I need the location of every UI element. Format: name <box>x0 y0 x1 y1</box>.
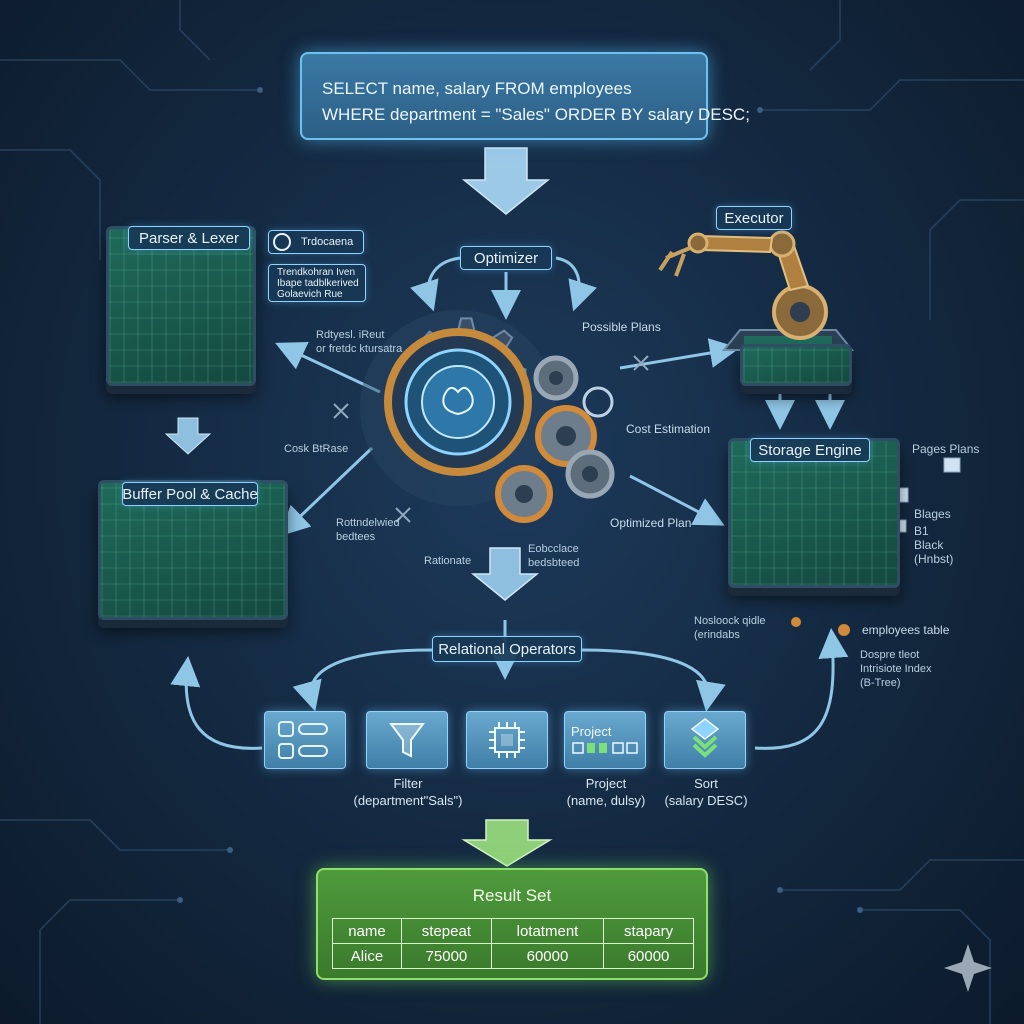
storage-index-line-3: (B-Tree) <box>860 677 901 689</box>
storage-title: Storage Engine <box>750 438 870 462</box>
storage-note-line-1: Nosloock qidle <box>694 615 766 627</box>
optimizer-bottom-note-line-2: bedtees <box>336 531 376 543</box>
sql-query-box: SELECT name, salary FROM employees WHERE… <box>300 52 750 140</box>
result-cell: Alice <box>332 943 402 969</box>
query-line-1: SELECT name, salary FROM employees <box>322 79 632 98</box>
executor-robot-arm <box>658 230 855 351</box>
operator-card-filter <box>366 711 448 769</box>
search-icon <box>273 233 291 251</box>
project-caption: Project (name, dulsy) <box>536 775 676 809</box>
storage-black-line-1: Black <box>914 538 944 552</box>
rationale-label: Rationate <box>424 555 472 567</box>
result-header-cell: lotatment <box>490 918 605 944</box>
result-header-cell: stapary <box>603 918 694 944</box>
query-line-2: WHERE department = "Sales" ORDER BY sala… <box>322 105 750 124</box>
parser-title: Parser & Lexer <box>128 226 250 250</box>
parser-tag: Trdocaena <box>268 230 364 254</box>
executor-board <box>740 344 852 386</box>
result-data-row: Alice 75000 60000 60000 <box>332 943 694 969</box>
filter-caption-line-1: Filter <box>393 776 423 791</box>
result-set-panel: Result Set name stepeat lotatment stapar… <box>316 868 708 980</box>
optimizer-left-note: Rdtyesl. iReut or fretdc ktursatra <box>316 328 402 356</box>
executor-title: Executor <box>716 206 792 230</box>
result-table: name stepeat lotatment stapary Alice 750… <box>332 918 694 969</box>
result-header-cell: name <box>332 918 402 944</box>
operator-card-project: Project <box>564 711 646 769</box>
sparkle-icon <box>944 944 992 992</box>
optimizer-left-note-line-1: Rdtyesl. iReut <box>316 329 385 341</box>
storage-index-label: Dospre tleot Intrisiote Index (B-Tree) <box>860 648 932 690</box>
optimizer-gears <box>333 310 649 523</box>
operator-card-cpu <box>466 711 548 769</box>
parser-board <box>106 226 256 386</box>
optimizer-bottom-note: Rottndelwied bedtees <box>336 516 400 544</box>
storage-index-line-2: Intrisiote Index <box>860 663 932 675</box>
parser-note-line-3: Golaevich Rue <box>277 288 343 300</box>
parser-note: Trendkohran Iven Ibape tadblkerived Gola… <box>268 264 366 302</box>
possible-plans-label: Possible Plans <box>582 320 661 334</box>
storage-pages-label: Pages Plans <box>912 442 980 456</box>
operator-card-sort <box>664 711 746 769</box>
table-scan-icon <box>278 721 328 759</box>
sort-icon <box>690 718 720 758</box>
project-caption-line-2: (name, dulsy) <box>566 793 646 808</box>
storage-note-line-2: (erindabs <box>694 629 740 641</box>
storage-blages-label: Blages <box>914 507 951 521</box>
result-header-cell: stepeat <box>400 918 492 944</box>
filter-caption: Filter (department"Sals") <box>338 775 478 809</box>
result-set-title: Result Set <box>472 886 552 905</box>
optimizer-bottom-right-note: Eobcclace bedsbteed <box>528 542 579 570</box>
relational-operators-title: Relational Operators <box>432 636 582 662</box>
result-cell: 60000 <box>603 943 694 969</box>
storage-note: Nosloock qidle (erindabs <box>694 614 766 642</box>
storage-black-label: Black (Hnbst) <box>914 538 953 566</box>
chip-icon <box>489 722 525 758</box>
result-cell: 75000 <box>400 943 492 969</box>
operator-card-scan <box>264 711 346 769</box>
result-cell: 60000 <box>490 943 605 969</box>
cost-label: Cosk BtRase <box>284 443 349 455</box>
filter-funnel-icon <box>389 723 425 758</box>
arrow-optimizer-to-operators <box>470 547 540 601</box>
sort-caption: Sort (salary DESC) <box>636 775 776 809</box>
storage-black-line-2: (Hnbst) <box>914 552 954 566</box>
parser-note-line-2: Ibape tadblkerived <box>277 277 359 289</box>
project-card-title: Project <box>571 723 612 739</box>
parser-note-line-1: Trendkohran Iven <box>277 266 356 278</box>
optimizer-bottom-right-line-2: bedsbteed <box>528 557 580 569</box>
sort-caption-line-2: (salary DESC) <box>664 793 748 808</box>
optimized-plan-label: Optimized Plan <box>610 516 692 530</box>
arrow-operators-to-result <box>461 819 553 867</box>
optimizer-bottom-right-line-1: Eobcclace <box>528 543 579 555</box>
arrow-query-to-optimizer <box>461 147 551 215</box>
storage-index-line-1: Dospre tleot <box>860 649 920 661</box>
columns-icon <box>572 741 638 754</box>
storage-b1-label: B1 <box>914 524 929 538</box>
sort-caption-line-1: Sort <box>694 776 718 791</box>
parser-tag-label: Trdocaena <box>301 236 354 248</box>
employees-table-label: employees table <box>862 623 950 637</box>
optimizer-title: Optimizer <box>460 246 552 270</box>
buffer-title: Buffer Pool & Cache <box>122 482 258 506</box>
optimizer-left-note-line-2: or fretdc ktursatra <box>316 343 403 355</box>
result-header-row: name stepeat lotatment stapary <box>332 918 694 944</box>
optimizer-bottom-note-line-1: Rottndelwied <box>336 517 400 529</box>
cost-estimation-label: Cost Estimation <box>626 422 711 436</box>
project-caption-line-1: Project <box>585 776 627 791</box>
filter-caption-line-2: (department"Sals") <box>353 793 463 808</box>
arrow-parser-to-buffer <box>164 417 212 455</box>
